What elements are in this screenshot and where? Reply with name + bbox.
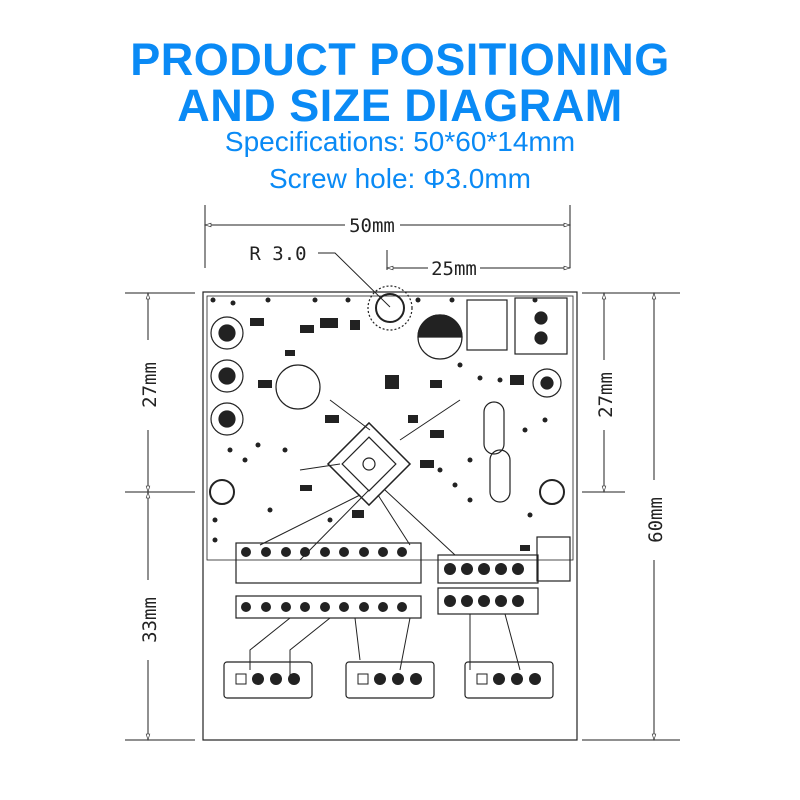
title-line-1: PRODUCT POSITIONING <box>130 34 670 85</box>
screw-hole <box>539 479 565 505</box>
screw-hole <box>375 293 405 323</box>
radius-leader <box>318 252 391 308</box>
dim-radius: R 3.0 <box>249 243 306 265</box>
dim-right-27mm: 27mm <box>595 372 617 418</box>
pcb-pads <box>210 297 548 685</box>
spec-hole: Screw hole: Φ3.0mm <box>269 163 531 194</box>
spec-size: Specifications: 50*60*14mm <box>224 126 576 157</box>
dim-left-27mm: 27mm <box>139 362 161 408</box>
pcb-board <box>202 285 578 741</box>
title-line-2: AND SIZE DIAGRAM <box>177 80 623 131</box>
dim-left-33mm: 33mm <box>139 597 161 643</box>
dim-60mm: 60mm <box>645 497 667 543</box>
dim-50mm: 50mm <box>349 215 395 237</box>
dim-25mm: 25mm <box>431 258 477 280</box>
screw-hole <box>209 479 235 505</box>
